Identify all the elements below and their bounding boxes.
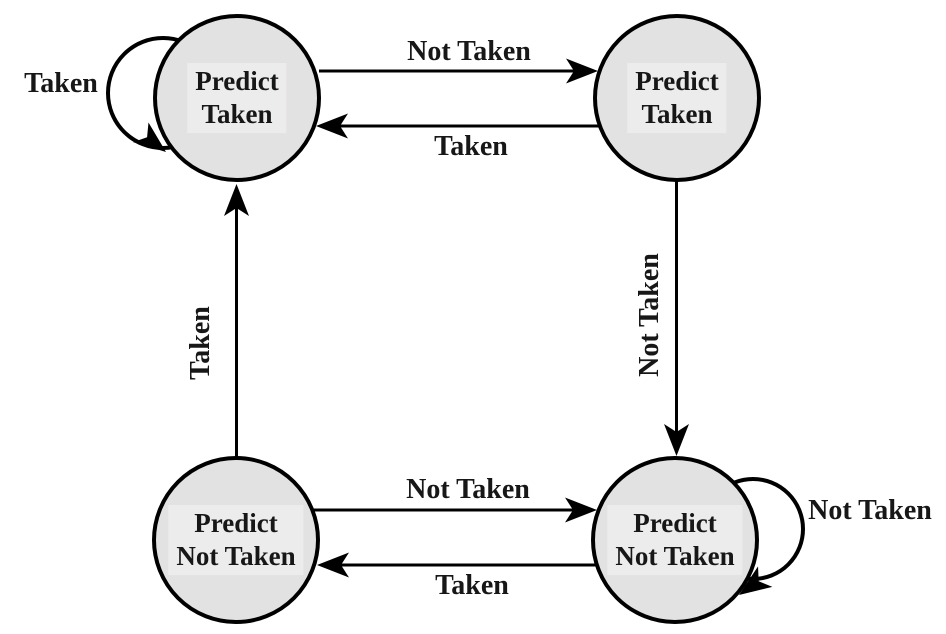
state-label-line: Taken <box>641 99 713 129</box>
arrowhead-icon <box>316 113 348 139</box>
state-label-bottom-right: Predict Not Taken <box>607 505 743 575</box>
arrowhead-icon <box>566 58 598 84</box>
edge-label-top-forward: Not Taken <box>407 36 531 67</box>
arrowhead-icon <box>565 497 597 523</box>
edge-label-right-vertical: Not Taken <box>634 253 665 377</box>
state-label-line: Predict <box>635 66 719 97</box>
edge-label-bottom-back: Taken <box>435 570 509 601</box>
state-label-line: Taken <box>201 99 273 129</box>
arrowhead-icon <box>133 122 166 152</box>
arrowhead-icon <box>664 424 689 456</box>
edge-label-left-vertical: Taken <box>185 306 216 380</box>
arrowhead-icon <box>317 552 349 578</box>
edge-label-self-loop-bottom-right: Not Taken <box>808 495 932 526</box>
state-label-line: Not Taken <box>615 541 735 571</box>
state-label-bottom-left: Predict Not Taken <box>168 505 304 575</box>
state-label-line: Not Taken <box>176 541 296 571</box>
arrowhead-icon <box>739 566 773 595</box>
edge-label-top-back: Taken <box>434 131 508 162</box>
edge-label-bottom-forward: Not Taken <box>406 474 530 505</box>
arrowhead-icon <box>224 184 249 216</box>
state-label-line: Predict <box>633 508 717 539</box>
state-label-line: Predict <box>194 508 278 539</box>
edge-label-self-loop-top-left: Taken <box>24 68 98 99</box>
state-label-line: Predict <box>195 66 279 97</box>
state-label-top-right: Predict Taken <box>627 63 727 133</box>
state-label-top-left: Predict Taken <box>187 63 287 133</box>
